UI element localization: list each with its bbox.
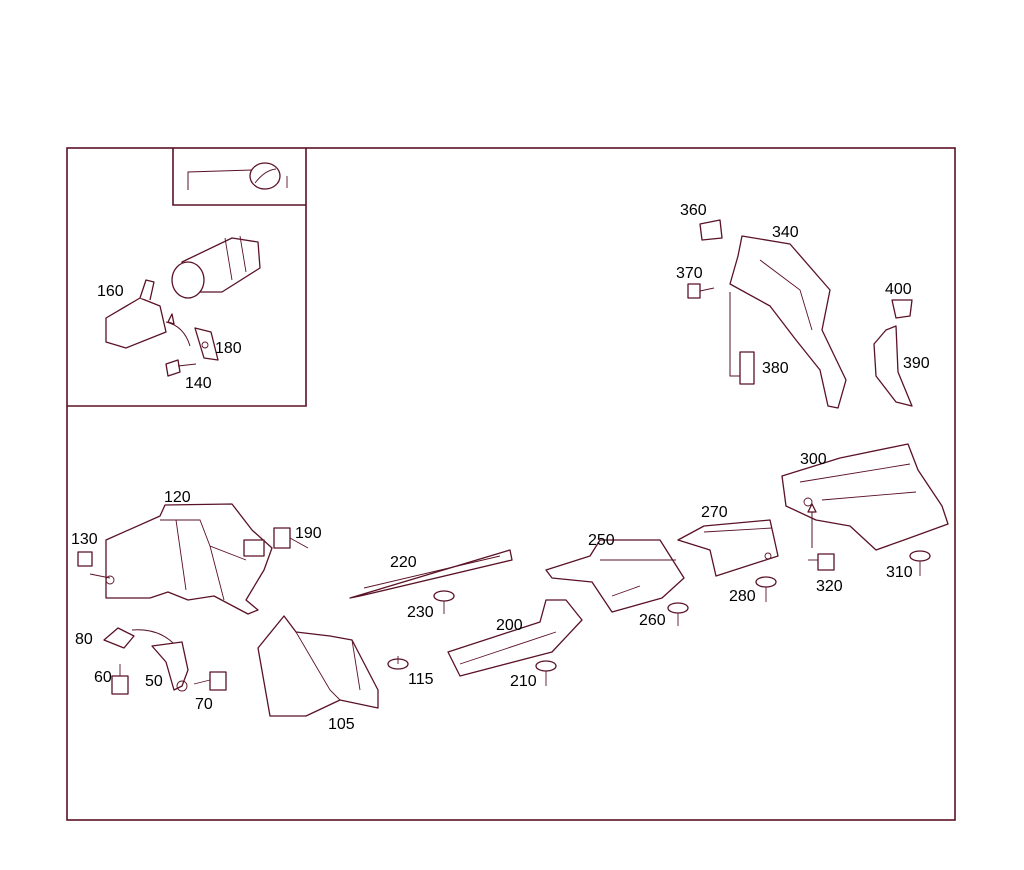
callout-130: 130 <box>71 531 98 548</box>
shield-220 <box>349 549 513 599</box>
fastener-115 <box>387 656 409 670</box>
inset-box <box>67 148 307 407</box>
shield-250 <box>545 539 685 613</box>
inset-parts <box>105 235 261 377</box>
callouts: 160 180 140 120 130 190 80 60 50 70 105 … <box>71 202 930 733</box>
callout-320: 320 <box>816 578 843 595</box>
callout-360: 360 <box>680 202 707 219</box>
fastener-130 <box>77 551 111 579</box>
steering-wheel-icon <box>187 162 288 190</box>
callout-120: 120 <box>164 489 191 506</box>
screw-230 <box>433 590 455 614</box>
callout-390: 390 <box>903 355 930 372</box>
callout-280: 280 <box>729 588 756 605</box>
shield-200 <box>447 599 583 677</box>
diagram-frame <box>66 147 956 821</box>
callout-70: 70 <box>195 696 213 713</box>
callout-60: 60 <box>94 669 112 686</box>
callout-160: 160 <box>97 283 124 300</box>
screw-320 <box>807 503 835 571</box>
callout-230: 230 <box>407 604 434 621</box>
bracket-120 <box>105 503 273 615</box>
callout-300: 300 <box>800 451 827 468</box>
callout-310: 310 <box>886 564 913 581</box>
shield-340 <box>729 235 847 409</box>
callout-270: 270 <box>701 504 728 521</box>
callout-250: 250 <box>588 532 615 549</box>
screw-280 <box>755 576 777 602</box>
screw-310 <box>909 550 931 576</box>
callout-220: 220 <box>390 554 417 571</box>
callout-380: 380 <box>762 360 789 377</box>
callout-80: 80 <box>75 631 93 648</box>
screw-210 <box>535 660 557 686</box>
callout-210: 210 <box>510 673 537 690</box>
callout-115: 115 <box>408 671 434 688</box>
clip-380 <box>739 351 755 385</box>
screw-260 <box>667 602 689 626</box>
shield-270 <box>677 519 779 577</box>
shield-300 <box>781 443 949 551</box>
clip-400 <box>891 299 913 319</box>
callout-400: 400 <box>885 281 912 298</box>
icon-box <box>172 148 306 206</box>
callout-190: 190 <box>295 525 322 542</box>
callout-200: 200 <box>496 617 523 634</box>
callout-340: 340 <box>772 224 799 241</box>
callout-180: 180 <box>215 340 242 357</box>
callout-260: 260 <box>639 612 666 629</box>
screw-370 <box>687 283 740 377</box>
clip-360 <box>699 219 723 241</box>
callout-370: 370 <box>676 265 703 282</box>
shield-105 <box>257 615 379 717</box>
small-parts-left <box>103 627 227 695</box>
callout-105: 105 <box>328 716 355 733</box>
fastener-190 <box>273 527 309 549</box>
callout-50: 50 <box>145 673 163 690</box>
callout-140: 140 <box>185 375 212 392</box>
shield-390 <box>873 325 913 407</box>
